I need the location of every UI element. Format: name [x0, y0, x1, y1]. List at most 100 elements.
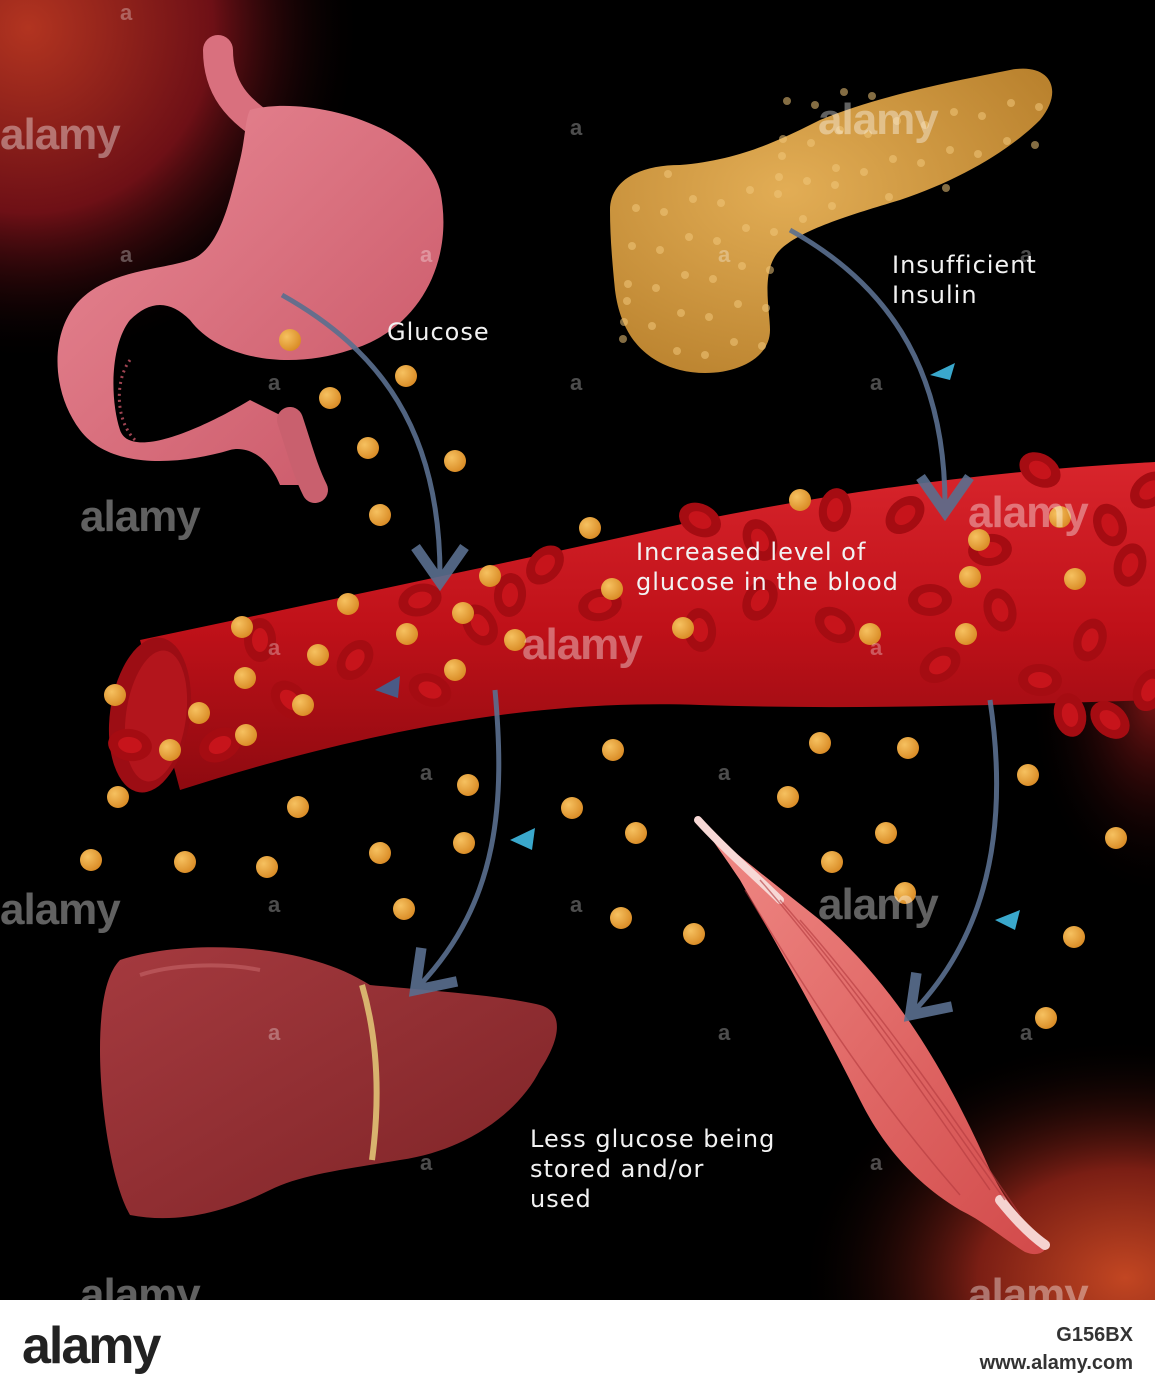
pancreas-bump	[677, 309, 685, 317]
pancreas-bump	[701, 351, 709, 359]
red-blood-cell-center	[418, 681, 442, 699]
pancreas-bump	[758, 342, 766, 350]
glucose-dot	[955, 623, 977, 645]
watermark-letter: a	[718, 1020, 731, 1045]
pancreas-bump	[660, 208, 668, 216]
pancreas-bump	[831, 181, 839, 189]
pancreas-bump	[742, 224, 750, 232]
pancreas-bump	[803, 177, 811, 185]
pancreas-bump	[942, 184, 950, 192]
glucose-dot	[287, 796, 309, 818]
glucose-dot	[369, 504, 391, 526]
pancreas-bump	[946, 146, 954, 154]
pancreas-bump	[624, 280, 632, 288]
glucose-dot	[1064, 568, 1086, 590]
glucose-dot	[789, 489, 811, 511]
red-blood-cell-center	[894, 504, 916, 526]
pancreas-bump	[868, 92, 876, 100]
stomach-illustration	[57, 35, 444, 503]
watermark: alamy	[968, 488, 1089, 537]
label-insufficient-insulin: Insufficient Insulin	[892, 251, 1037, 309]
watermark-letter: a	[870, 370, 883, 395]
glucose-dot	[444, 450, 466, 472]
pancreas-bump	[1003, 137, 1011, 145]
glucose-dot	[457, 774, 479, 796]
glucose-dot	[444, 659, 466, 681]
pancreas-bump	[681, 271, 689, 279]
flow-arrows	[280, 227, 1000, 1022]
pancreas-bump	[921, 121, 929, 129]
glucose-dot	[188, 702, 210, 724]
watermark: alamy	[0, 885, 121, 934]
glucose-dot	[1049, 506, 1071, 528]
watermark: alamy	[80, 492, 201, 541]
glucose-dot	[107, 786, 129, 808]
red-blood-cell-center	[1099, 710, 1121, 730]
insulin-marker	[995, 910, 1020, 930]
watermark-letter: a	[420, 760, 433, 785]
red-blood-cell-center	[991, 598, 1009, 622]
glucose-dot	[1105, 827, 1127, 849]
red-blood-cell-center	[535, 554, 555, 576]
pancreas-bump	[779, 135, 787, 143]
glucose-dot	[337, 593, 359, 615]
glucose-dot	[174, 851, 196, 873]
glucose-dot	[235, 724, 257, 746]
red-blood-cell-center	[1101, 513, 1119, 537]
red-blood-cell-center	[118, 736, 142, 754]
glucose-dot	[821, 851, 843, 873]
red-blood-cell-center	[252, 628, 268, 652]
glucose-dot	[279, 329, 301, 351]
watermark-letter: a	[268, 1020, 281, 1045]
pancreas-bump	[828, 202, 836, 210]
glucose-dot	[159, 739, 181, 761]
glucose-dot	[625, 822, 647, 844]
glucose-dot	[234, 667, 256, 689]
red-blood-cell-center	[1028, 460, 1052, 480]
watermark-letter: a	[1020, 242, 1033, 267]
pancreas-bump	[746, 186, 754, 194]
pancreas-bump	[864, 130, 872, 138]
red-blood-cell-center	[1141, 678, 1155, 702]
glucose-dot	[104, 684, 126, 706]
glucose-dot	[1035, 1007, 1057, 1029]
red-blood-cell-center	[1061, 703, 1079, 727]
glucose-dot	[396, 623, 418, 645]
image-code: G156BX	[1056, 1324, 1133, 1346]
glucose-dot	[601, 578, 623, 600]
glucose-dot	[231, 616, 253, 638]
glucose-dot	[256, 856, 278, 878]
pancreas-bump	[917, 159, 925, 167]
watermark: alamy	[818, 95, 939, 144]
glucose-dot	[369, 842, 391, 864]
watermark-letter: a	[870, 635, 883, 660]
pancreas-bump	[832, 164, 840, 172]
red-blood-cell-center	[208, 735, 232, 755]
glucose-dot	[452, 602, 474, 624]
alamy-logo[interactable]: alamy	[22, 1317, 161, 1375]
red-blood-cell-center	[691, 618, 709, 642]
glucose-dot	[319, 387, 341, 409]
watermark-letter: a	[120, 0, 133, 25]
red-blood-cell-center	[470, 613, 490, 637]
pancreas-bump	[885, 193, 893, 201]
glucose-dot	[777, 786, 799, 808]
pancreas-bump	[762, 304, 770, 312]
glucose-dot	[968, 529, 990, 551]
footer-url[interactable]: www.alamy.com	[979, 1352, 1133, 1374]
red-blood-cell-center	[688, 511, 712, 529]
glucose-dot	[561, 797, 583, 819]
glucose-dot	[1017, 764, 1039, 786]
pancreas-bump	[840, 88, 848, 96]
pancreas-bump	[620, 318, 628, 326]
watermark-letter: a	[420, 242, 433, 267]
insulin-markers	[375, 363, 1020, 930]
pancreas-bump	[685, 233, 693, 241]
pancreas-bump	[664, 170, 672, 178]
watermark-letter: a	[268, 635, 281, 660]
glucose-dot	[80, 849, 102, 871]
pancreas-bump	[1007, 99, 1015, 107]
pancreas-bump	[673, 347, 681, 355]
watermark-letter: a	[120, 242, 133, 267]
watermark-letter: a	[570, 892, 583, 917]
